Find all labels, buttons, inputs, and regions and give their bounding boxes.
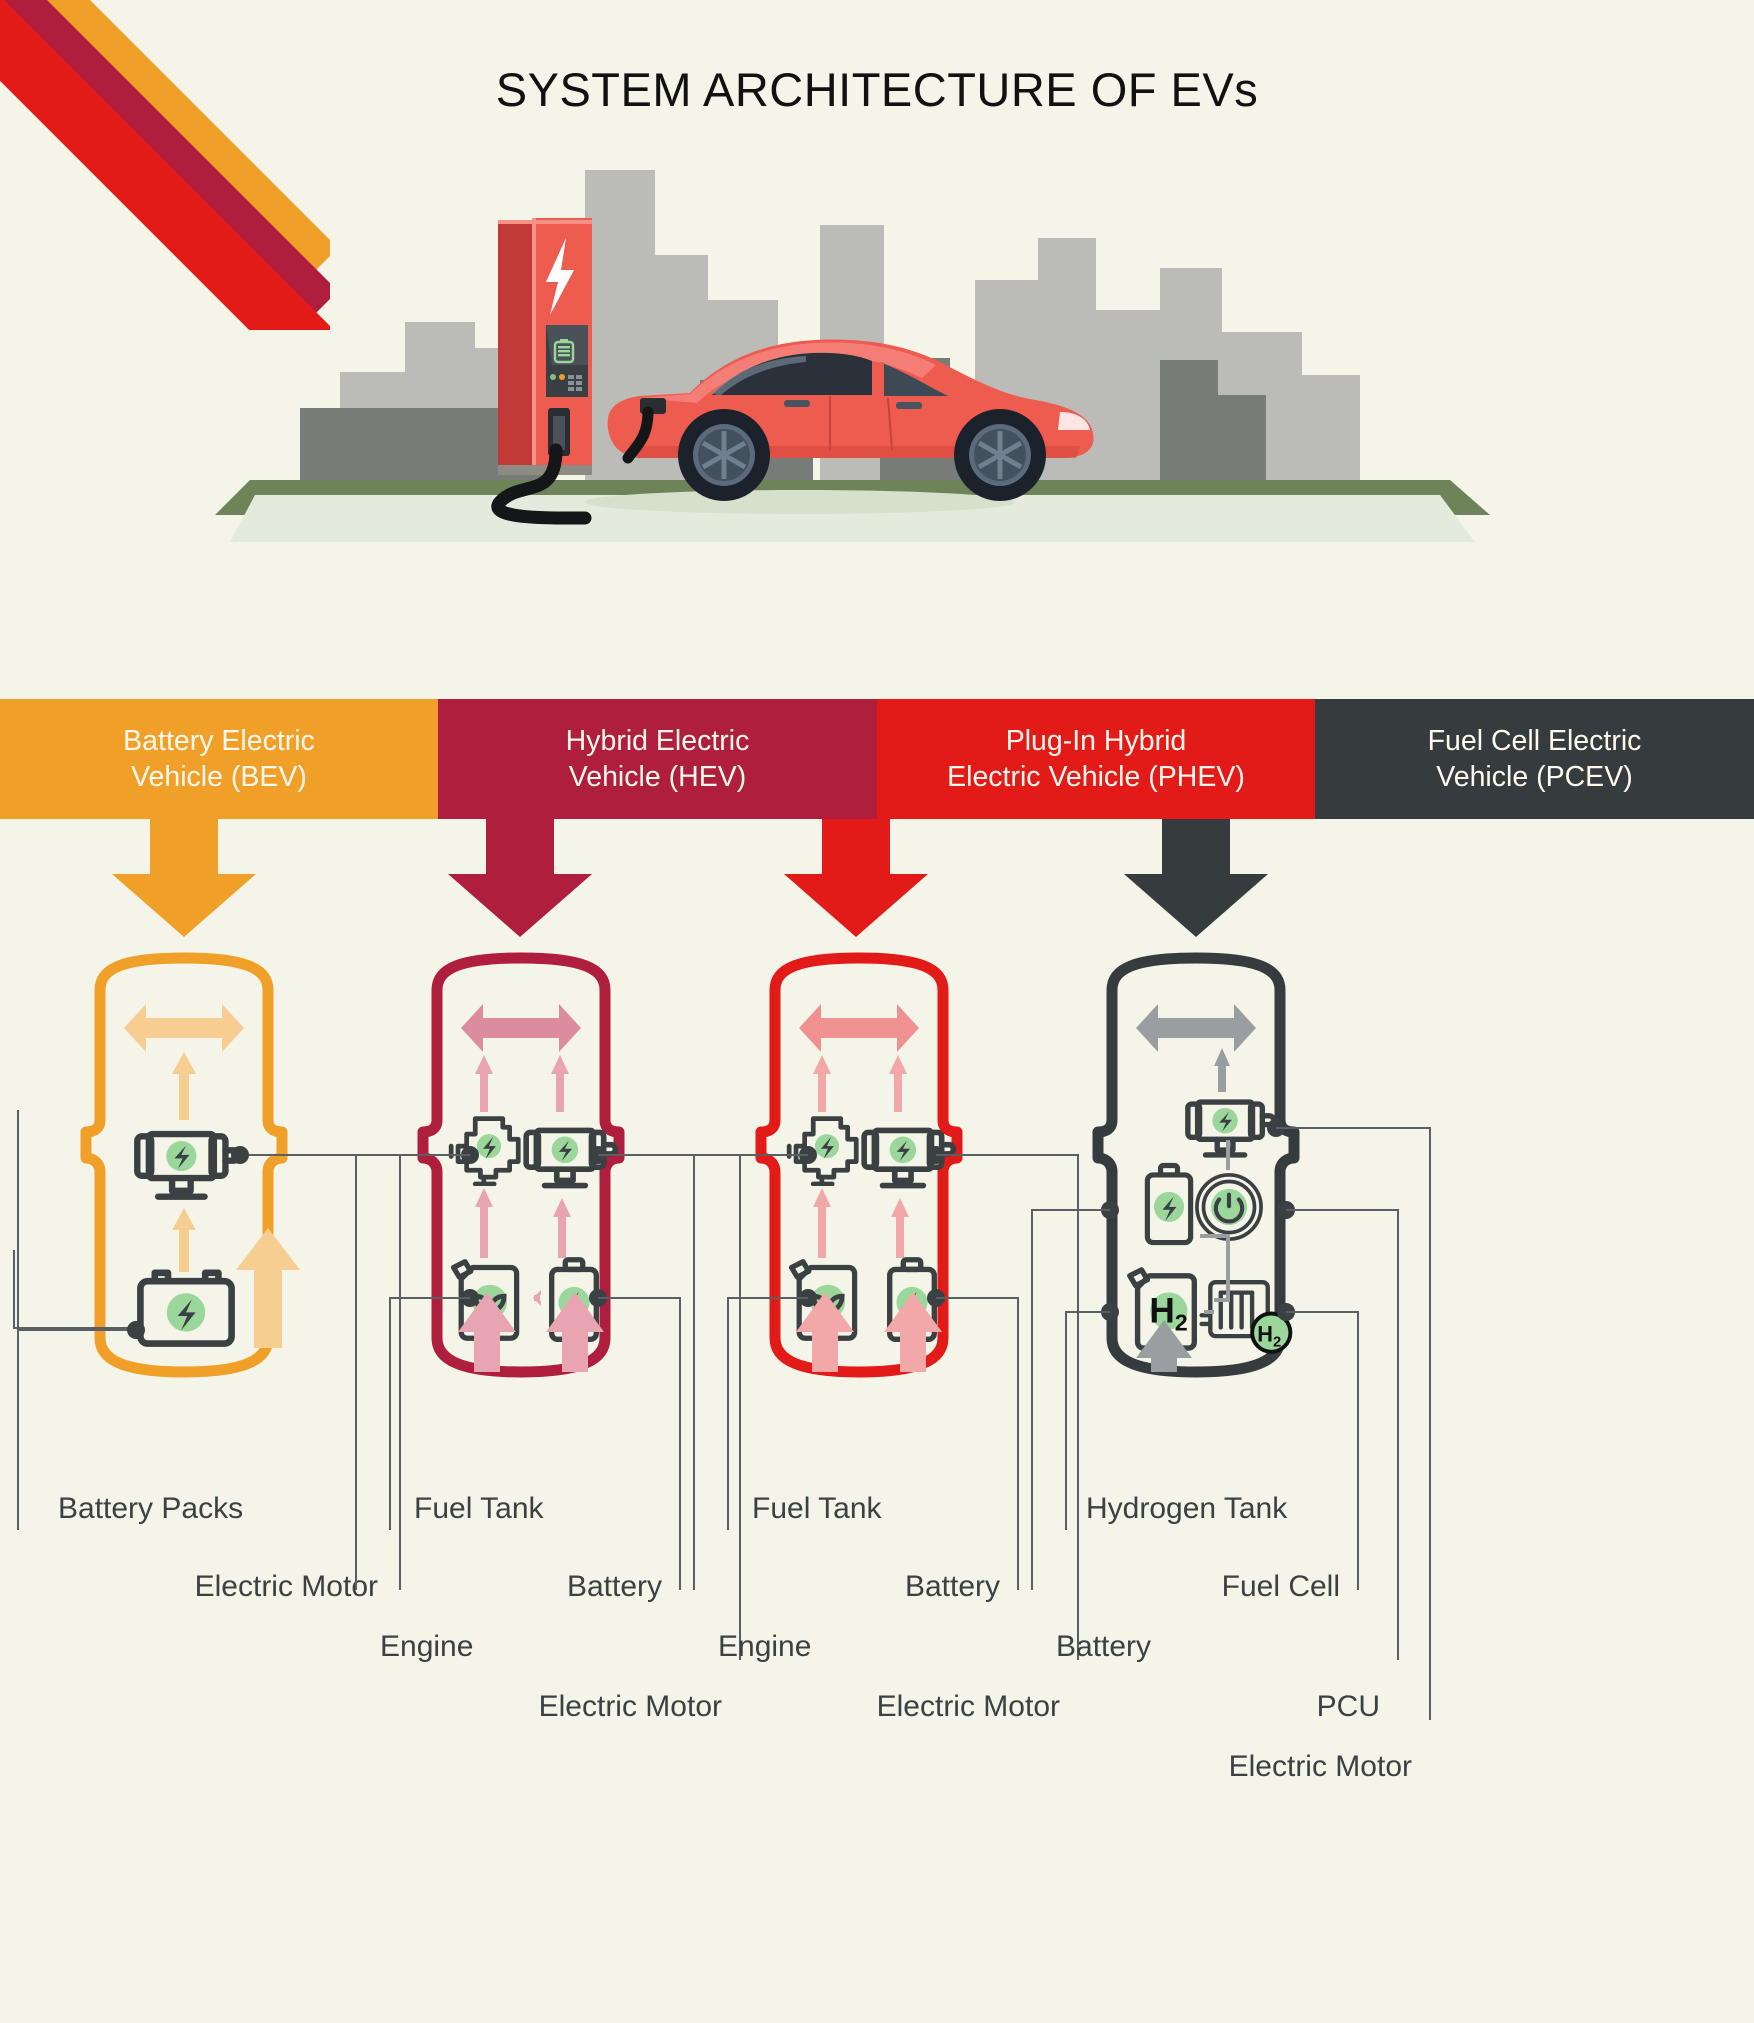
- axle-arrow-hev: [461, 1004, 581, 1052]
- fuel-inflow-arrow-phev: [796, 1292, 854, 1372]
- diagram-hev: Fuel Tank Battery Engine Electric Motor: [355, 952, 741, 1723]
- leader-pcev-fuelcell: [1286, 1311, 1359, 1590]
- leader-phev-engine: [693, 1154, 808, 1590]
- hydrogen-inflow-arrow-pcev: [1136, 1320, 1192, 1372]
- flow-arrow-motor-axle-pcev: [1214, 1048, 1230, 1092]
- fuel-inflow-arrow-hev: [458, 1292, 516, 1372]
- connector-pcu-fuelcell-pcev: [1214, 1244, 1230, 1302]
- label-pcev-hydrogen-tank: Hydrogen Tank: [1086, 1492, 1288, 1525]
- category-down-arrows: [112, 819, 1268, 937]
- category-pcev-line1: Fuel Cell Electric: [1427, 724, 1642, 757]
- charge-inflow-arrow-bev: [236, 1228, 300, 1348]
- label-bev-electric-motor: Electric Motor: [195, 1570, 378, 1603]
- down-arrow-bev: [112, 819, 256, 937]
- wheel-rear: [678, 409, 770, 501]
- leader-phev-battery: [936, 1297, 1019, 1590]
- leader-pcev-pcu: [1286, 1209, 1399, 1660]
- electric-motor-icon: [1188, 1102, 1274, 1155]
- flow-arrow-engine-axle-hev: [475, 1055, 493, 1112]
- label-pcev-fuel-cell: Fuel Cell: [1222, 1570, 1340, 1603]
- label-phev-engine: Engine: [718, 1630, 811, 1663]
- electric-motor-icon: [137, 1134, 239, 1197]
- architecture-diagrams: H 2: [13, 952, 1431, 1783]
- label-pcev-battery: Battery: [1056, 1630, 1151, 1663]
- axle-arrow-phev: [799, 1004, 919, 1052]
- down-arrow-phev: [784, 819, 928, 937]
- battery-icon: [140, 1273, 231, 1344]
- down-arrow-hev: [448, 819, 592, 937]
- category-bev-line2: Vehicle (BEV): [131, 761, 307, 793]
- engine-icon: [789, 1119, 856, 1184]
- label-bev-battery-packs: Battery Packs: [58, 1492, 243, 1525]
- leader-pcev-battery: [1031, 1209, 1110, 1590]
- battery-level-icon: [553, 339, 575, 364]
- flow-arrow-battery-motor-hev: [553, 1198, 571, 1258]
- hero-illustration: [215, 170, 1490, 542]
- charging-station: [491, 218, 592, 525]
- label-hev-fuel-tank: Fuel Tank: [414, 1492, 545, 1525]
- down-arrow-pcev: [1124, 819, 1268, 937]
- electric-car: [585, 339, 1094, 514]
- label-phev-fuel-tank: Fuel Tank: [752, 1492, 883, 1525]
- leader-phev-motor: [936, 1154, 1079, 1660]
- axle-arrow-pcev: [1136, 1004, 1256, 1052]
- flow-arrow-motor-axle-hev: [551, 1055, 569, 1112]
- diagram-bev: Battery Packs Electric Motor: [13, 952, 401, 1603]
- node-dot-bev-motor: [231, 1146, 249, 1164]
- car-outline-phev: [755, 952, 963, 1378]
- category-phev-line1: Plug-In Hybrid: [1005, 724, 1187, 757]
- label-pcev-pcu: PCU: [1317, 1690, 1380, 1723]
- stripe-red: [0, 0, 330, 330]
- diagram-pcev: Hydrogen Tank Fuel Cell Battery PCU Elec…: [1031, 952, 1431, 1783]
- flow-arrow-engine-axle-phev: [813, 1055, 831, 1112]
- power-control-unit-icon: [1197, 1175, 1261, 1239]
- engine-icon: [451, 1119, 518, 1184]
- leader-bev-battery-packs: [17, 1110, 136, 1331]
- label-pcev-electric-motor: Electric Motor: [1229, 1750, 1412, 1783]
- category-hev-line2: Vehicle (HEV): [568, 761, 747, 793]
- flow-arrow-motor-axle-phev: [889, 1055, 907, 1112]
- label-phev-battery: Battery: [905, 1570, 1000, 1603]
- category-header-hev[interactable]: Hybrid Electric Vehicle (HEV): [438, 699, 877, 819]
- flow-arrow-motor-axle-bev: [172, 1052, 196, 1120]
- charge-inflow-arrow-hev: [546, 1292, 604, 1372]
- flow-arrow-tank-engine-phev: [813, 1188, 831, 1258]
- wheel-front: [954, 409, 1046, 501]
- flow-arrow-tank-engine-hev: [475, 1188, 493, 1258]
- charger-keypad: [550, 374, 582, 391]
- category-pcev-line2: Vehicle (PCEV): [1436, 761, 1633, 793]
- label-hev-battery: Battery: [567, 1570, 662, 1603]
- axle-arrow-bev: [124, 1004, 244, 1052]
- category-header-bev[interactable]: Battery Electric Vehicle (BEV): [0, 699, 438, 819]
- corner-stripes-decoration: [0, 0, 330, 330]
- category-bev-line1: Battery Electric: [123, 724, 315, 757]
- car-outline-hev: [417, 952, 625, 1378]
- leader-hev-engine: [355, 1154, 470, 1590]
- category-hev-line1: Hybrid Electric: [565, 724, 750, 757]
- category-header-pcev[interactable]: Fuel Cell Electric Vehicle (PCEV): [1315, 699, 1754, 819]
- leader-pcev-motor: [1276, 1127, 1431, 1720]
- leader-pcev-h2tank: [1065, 1311, 1110, 1530]
- charge-inflow-arrow-phev: [884, 1292, 942, 1372]
- category-phev-line2: Electric Vehicle (PHEV): [947, 761, 1245, 793]
- lightning-bolt-icon: [546, 238, 574, 315]
- flow-arrow-battery-motor-phev: [891, 1198, 909, 1258]
- node-dot-bev-battery: [127, 1321, 145, 1339]
- page-title: SYSTEM ARCHITECTURE OF EVs: [495, 63, 1259, 116]
- label-hev-engine: Engine: [380, 1630, 473, 1663]
- label-phev-electric-motor: Electric Motor: [877, 1690, 1060, 1723]
- leader-hev-battery: [598, 1297, 681, 1590]
- leader-line-bev-battery: [13, 1250, 132, 1329]
- label-hev-electric-motor: Electric Motor: [539, 1690, 722, 1723]
- battery-icon: [1147, 1166, 1190, 1243]
- leader-hev-fueltank: [389, 1297, 470, 1530]
- leader-phev-fueltank: [727, 1297, 808, 1530]
- category-header-phev[interactable]: Plug-In Hybrid Electric Vehicle (PHEV): [877, 699, 1315, 819]
- category-header-bars: Battery Electric Vehicle (BEV) Hybrid El…: [0, 699, 1754, 819]
- diagram-phev: Fuel Tank Battery Engine Electric Motor: [693, 952, 1079, 1723]
- connector-battery-pcu-pcev: [1200, 1234, 1230, 1244]
- flow-arrow-battery-motor-bev: [172, 1208, 196, 1272]
